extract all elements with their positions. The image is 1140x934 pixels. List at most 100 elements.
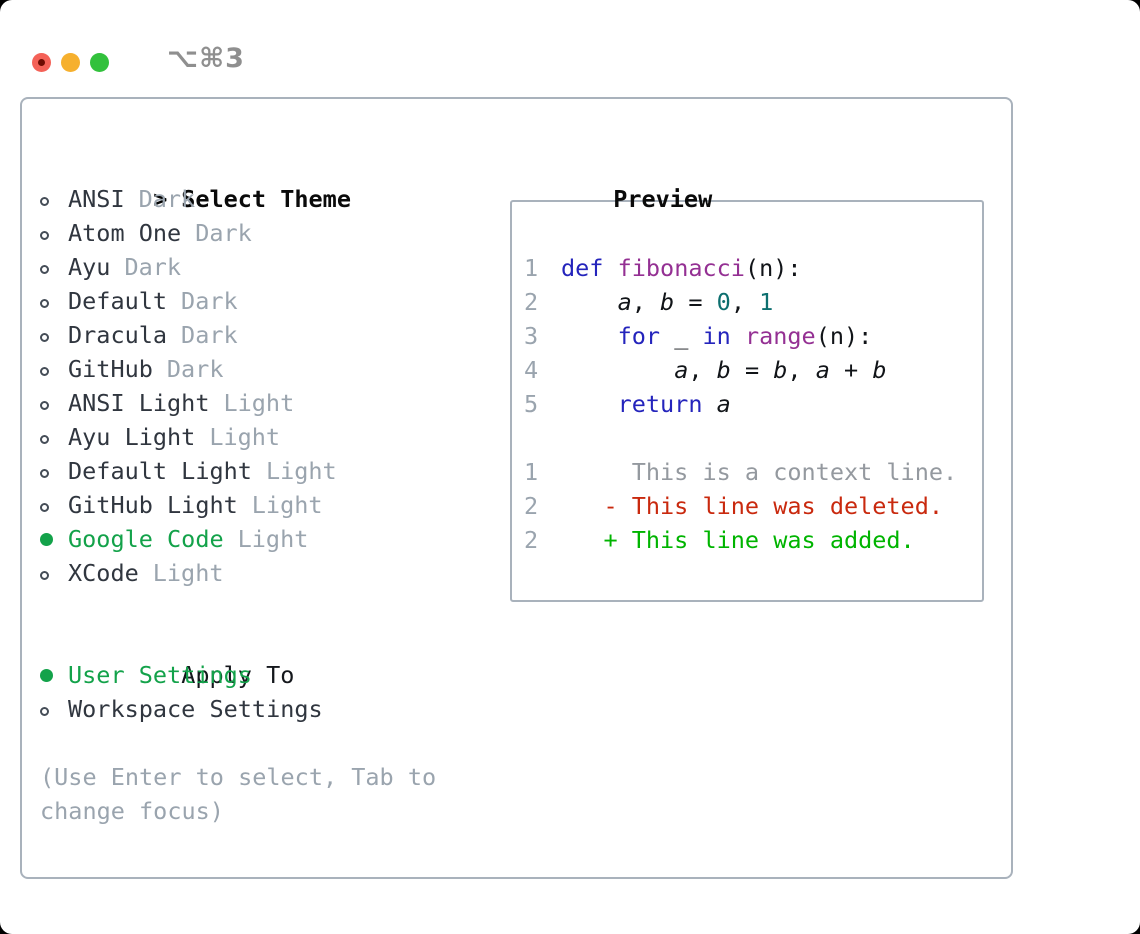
- radio-icon: [40, 182, 68, 216]
- radio-icon: [40, 488, 68, 522]
- code-token: [603, 254, 617, 282]
- theme-list-title: Select Theme: [181, 185, 351, 213]
- theme-variant-tag: Light: [209, 423, 281, 451]
- theme-item-label: Atom One: [68, 219, 182, 247]
- code-token: =: [674, 288, 717, 316]
- radio-icon: [40, 250, 68, 284]
- code-token: for: [617, 322, 661, 350]
- line-number: 4: [524, 356, 539, 384]
- code-token: ,: [730, 288, 760, 316]
- code-line: 4 a, b = b, a + b: [524, 353, 982, 387]
- code-token: 1: [759, 288, 774, 316]
- close-button[interactable]: [32, 52, 51, 72]
- apply-option-workspace-settings[interactable]: Workspace Settings: [40, 692, 500, 726]
- diff-text: - This line was deleted.: [561, 492, 944, 520]
- code-token: a: [716, 390, 731, 418]
- theme-item-default-light[interactable]: Default Light Light: [40, 454, 500, 488]
- radio-icon: [40, 556, 68, 590]
- code-token: a: [617, 288, 632, 316]
- theme-variant-tag: Dark: [124, 253, 182, 281]
- apply-option-user-settings[interactable]: User Settings: [40, 658, 500, 692]
- theme-item-label: GitHub: [68, 355, 153, 383]
- theme-variant-tag: Dark: [181, 287, 238, 315]
- theme-item-ayu-light[interactable]: Ayu Light Light: [40, 420, 500, 454]
- code-token: =: [730, 356, 774, 384]
- line-number: 1: [524, 458, 539, 486]
- code-line: 5 return a: [524, 387, 982, 421]
- theme-variant-tag: Light: [152, 559, 224, 587]
- diff-block: 1 This is a context line. 2 - This line w…: [524, 455, 982, 557]
- code-token: [702, 390, 716, 418]
- code-token: [561, 356, 674, 384]
- diff-text: + This line was added.: [561, 526, 915, 554]
- code-token: b: [716, 356, 731, 384]
- code-token: a: [674, 356, 689, 384]
- code-token: in: [702, 322, 731, 350]
- theme-variant-tag: Dark: [138, 185, 196, 213]
- code-token: [731, 322, 745, 350]
- code-token: b: [872, 356, 887, 384]
- theme-item-label: Default Light: [68, 457, 252, 485]
- traffic-lights: [32, 52, 109, 72]
- radio-icon: [40, 386, 68, 420]
- theme-item-label: Dracula: [68, 321, 168, 349]
- code-token: [561, 288, 618, 316]
- theme-item-label: Google Code: [68, 525, 224, 553]
- radio-icon: [40, 692, 68, 726]
- code-token: ,: [631, 288, 661, 316]
- minimize-button[interactable]: [61, 52, 80, 72]
- line-number: 2: [524, 492, 539, 520]
- theme-item-label: GitHub Light: [68, 491, 238, 519]
- theme-item-label: Ayu Light: [68, 423, 196, 451]
- diff-text: This is a context line.: [561, 458, 958, 486]
- radio-icon: [40, 454, 68, 488]
- code-token: 0: [716, 288, 731, 316]
- theme-variant-tag: Light: [265, 457, 337, 485]
- theme-list-header: > Select Theme: [40, 148, 500, 213]
- zoom-button[interactable]: [90, 52, 109, 72]
- code-line: 2 a, b = 0, 1: [524, 285, 982, 319]
- line-number: 2: [524, 288, 539, 316]
- window-shortcut-title: ⌥⌘3: [167, 42, 245, 74]
- code-token: def: [561, 254, 604, 282]
- code-token: (n):: [815, 322, 873, 350]
- preview-title: Preview: [613, 185, 713, 213]
- apply-to-title: Apply To: [181, 661, 295, 689]
- radio-selected-icon: [40, 658, 68, 692]
- radio-icon: [40, 420, 68, 454]
- code-token: ,: [787, 356, 816, 384]
- theme-item-label: XCode: [68, 559, 139, 587]
- preview-header-row: Preview: [500, 148, 984, 213]
- selection-cursor-icon: >: [153, 185, 168, 213]
- radio-icon: [40, 216, 68, 250]
- code-token: (n):: [744, 254, 802, 282]
- apply-option-label: User Settings: [68, 661, 252, 689]
- spacer: [40, 726, 500, 760]
- code-token: [561, 390, 618, 418]
- line-number: 2: [524, 526, 539, 554]
- diff-line-del: 2 - This line was deleted.: [524, 489, 982, 523]
- code-token: b: [660, 288, 675, 316]
- theme-item-xcode[interactable]: XCode Light: [40, 556, 500, 590]
- code-token: fibonacci: [617, 254, 745, 282]
- titlebar: ⌥⌘3: [0, 0, 1140, 97]
- help-text: (Use Enter to select, Tab to change focu…: [40, 763, 437, 825]
- radio-icon: [40, 352, 68, 386]
- code-token: [561, 322, 618, 350]
- code-token: ,: [688, 356, 717, 384]
